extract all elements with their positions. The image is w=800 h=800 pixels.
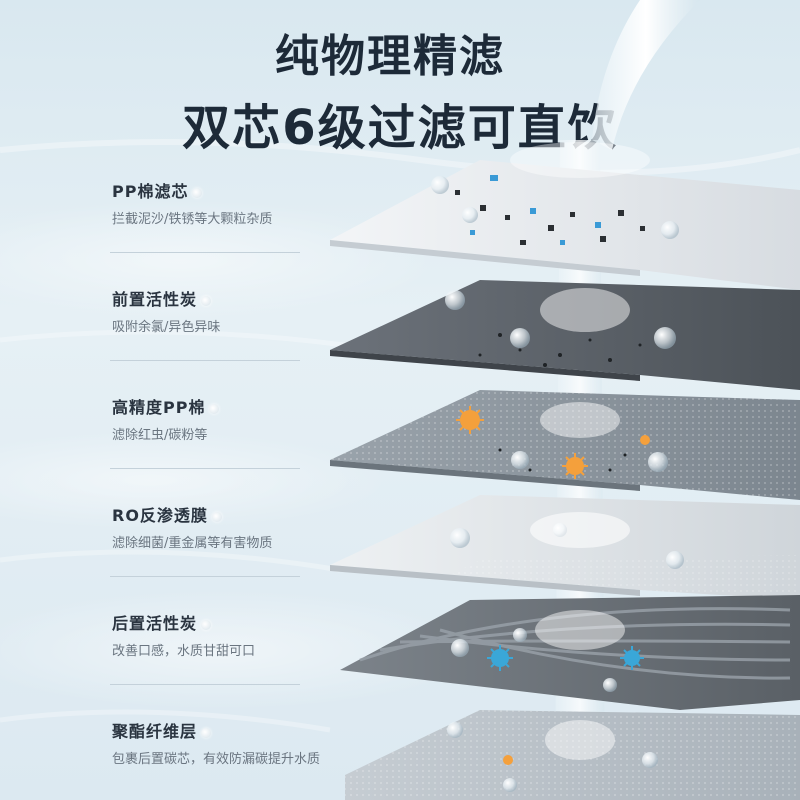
divider [110,468,300,469]
divider [110,576,300,577]
headline-line2: 双芯6级过滤可直饮 [182,100,618,156]
bubble [450,528,470,548]
divider [110,360,300,361]
particles-large [455,175,645,245]
layer-desc: 吸附余氯/异色异味 [112,320,221,335]
divider [110,684,300,685]
layer-ro-membrane [330,495,800,600]
bacteria-orange-icon [562,453,588,479]
water-splash [510,142,650,760]
bubble [661,221,679,239]
bubble [510,328,530,348]
layer-title: 后置活性炭 [112,610,342,634]
bubble-dot-icon [201,727,212,738]
layer-fine-pp [330,390,800,500]
bubble [654,327,676,349]
bubble [445,290,465,310]
layer-desc: 滤除细菌/重金属等有害物质 [112,536,273,551]
layer-item-5: 后置活性炭 改善口感，水质甘甜可口 [112,610,342,663]
bubble-dot-icon [201,295,212,306]
bubble [513,628,527,642]
layer-item-2: 前置活性炭 吸附余氯/异色异味 [112,286,342,339]
bubble [447,722,463,738]
bubble [431,176,449,194]
bacteria-orange-icon [503,755,513,765]
layer-title: RO反渗透膜 [112,502,342,526]
bubble [451,639,469,657]
layer-item-4: RO反渗透膜 滤除细菌/重金属等有害物质 [112,502,342,555]
layer-post-carbon [340,595,800,710]
bubble-dot-icon [201,619,212,630]
layer-title: PP棉滤芯 [112,178,342,202]
headline-line1: 纯物理精滤 [275,31,505,82]
bubble [511,451,529,469]
layer-desc: 改善口感，水质甘甜可口 [112,644,256,659]
layer-title: 前置活性炭 [112,286,342,310]
bacteria-blue-icon [620,646,644,670]
layer-desc: 包裹后置碳芯，有效防漏碳提升水质 [112,752,321,767]
bubble-dot-icon [192,187,203,198]
layer-title: 高精度PP棉 [112,394,342,418]
bacteria-orange-icon [456,406,484,434]
bubble-dot-icon [209,403,220,414]
layer-polyester-fiber [345,710,800,800]
layer-item-6: 聚酯纤维层 包裹后置碳芯，有效防漏碳提升水质 [112,718,327,771]
divider [110,252,300,253]
layer-pp-cotton [330,160,800,290]
bubble [666,551,684,569]
layer-desc: 拦截泥沙/铁锈等大颗粒杂质 [112,212,273,227]
layer-title: 聚酯纤维层 [112,718,327,742]
bubble [603,678,617,692]
bubble [503,778,517,792]
bacteria-blue-icon [487,645,513,671]
bubble [648,452,668,472]
layer-pre-carbon [330,280,800,390]
layer-item-3: 高精度PP棉 滤除红虫/碳粉等 [112,394,342,447]
layer-item-1: PP棉滤芯 拦截泥沙/铁锈等大颗粒杂质 [112,178,342,231]
bubble [462,207,478,223]
bubble [642,752,658,768]
layer-desc: 滤除红虫/碳粉等 [112,428,208,443]
bubble-dot-icon [211,511,222,522]
